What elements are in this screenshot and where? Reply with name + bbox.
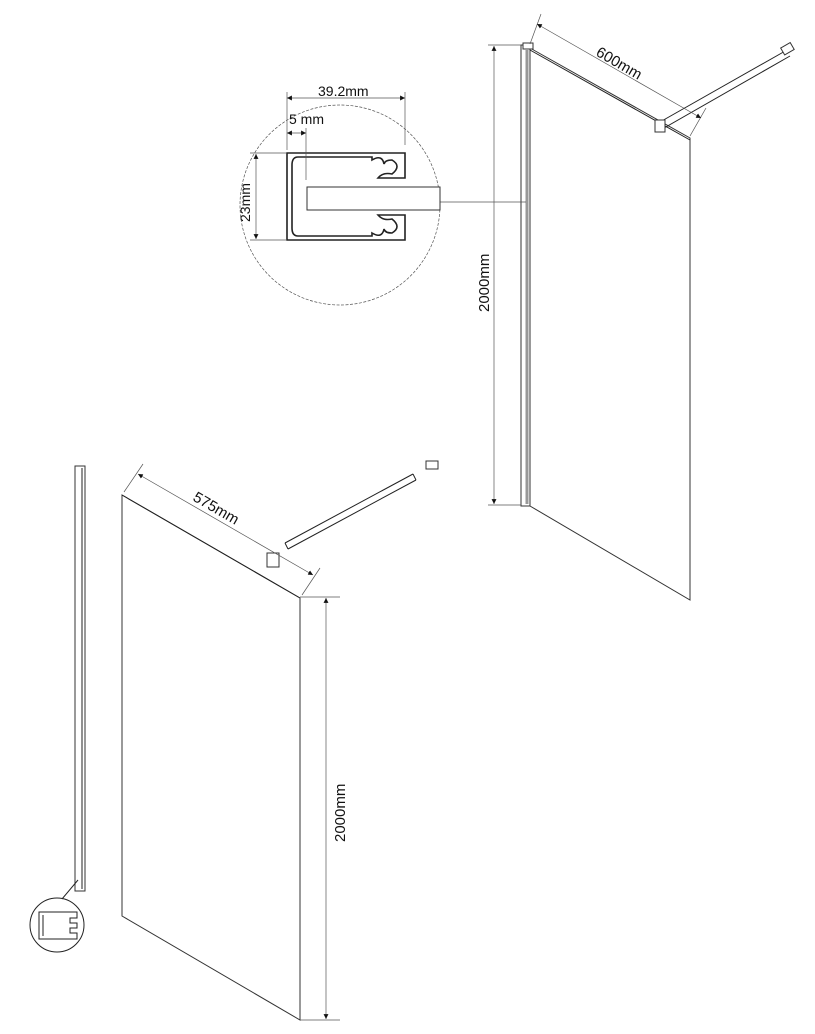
wall-profile-part <box>74 465 86 892</box>
end-cap-part <box>425 460 439 470</box>
profile-width-label: 39.2mm <box>318 83 369 99</box>
assembled-view: 600mm 2000mm <box>476 13 795 601</box>
profile-mini-detail <box>29 897 85 953</box>
glass-panel-part <box>121 494 301 1021</box>
end-cap <box>779 41 795 56</box>
top-cap <box>522 42 534 50</box>
bracket-part <box>266 552 280 568</box>
glass-panel <box>529 47 691 601</box>
width-label-600: 600mm <box>593 44 645 84</box>
height-label-part: 2000mm <box>332 784 349 842</box>
profile-detail: 39.2mm 5 mm 23mm <box>237 83 526 306</box>
profile-depth-label: 23mm <box>237 183 253 222</box>
stabiliser-bar-part <box>284 473 417 550</box>
u-profile <box>286 152 406 241</box>
glass-offset-label: 5 mm <box>289 111 324 127</box>
glass-section <box>306 186 441 211</box>
parts-view: 575mm 2000mm <box>29 460 439 1021</box>
height-label-assembled: 2000mm <box>476 254 493 312</box>
bracket <box>654 119 666 133</box>
